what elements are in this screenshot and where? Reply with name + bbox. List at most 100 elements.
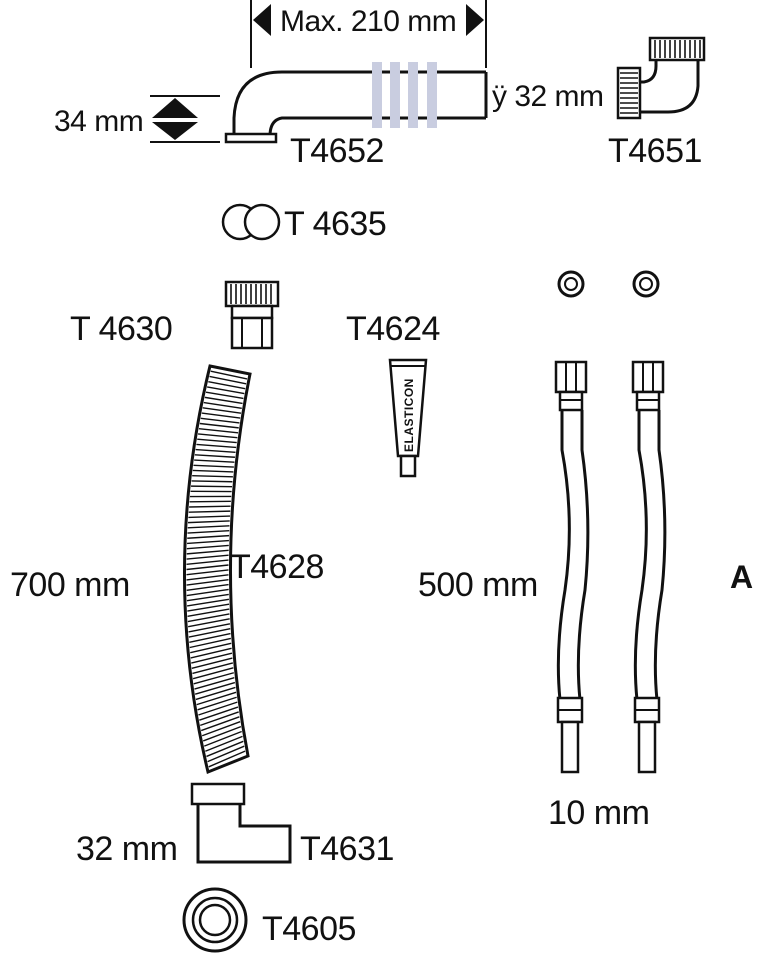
hose-rib: [186, 549, 229, 555]
hose-rib: [186, 559, 229, 565]
hose-rib: [200, 716, 240, 732]
hose-rib: [196, 691, 237, 706]
part-t4624-sealant-tube: ELASTICON: [388, 358, 428, 478]
hose-rib: [188, 520, 230, 524]
hose-rib: [209, 375, 247, 385]
max-width-label: Max. 210 mm: [280, 5, 456, 38]
part-t4635-seals: [221, 203, 281, 241]
hose-rib: [189, 637, 232, 649]
hose-rib: [202, 407, 242, 414]
part-t4630-adapter: [224, 280, 280, 350]
hose-rib: [198, 428, 239, 434]
part-t4651-elbow: [616, 36, 706, 120]
hose-rib: [186, 554, 229, 560]
part-t4628-corrugated-hose: [183, 364, 252, 775]
hose-rib: [186, 564, 229, 571]
t4651-label: T4651: [608, 132, 702, 170]
t4652-label: T4652: [290, 132, 384, 170]
hose-rib: [210, 370, 248, 380]
hose-rib: [196, 443, 237, 449]
t4628-label: T4628: [230, 548, 324, 586]
part-t4605-washer: [182, 887, 248, 953]
hose-rib: [193, 672, 235, 685]
size-10-label: 10 mm: [548, 794, 649, 832]
hose-rib: [198, 701, 238, 716]
hose-rib: [188, 627, 231, 638]
hose-rib: [186, 593, 229, 602]
hose-rib: [186, 544, 229, 550]
hose-rib: [197, 433, 238, 439]
t4605-label: T4605: [262, 910, 356, 948]
hose-rib: [187, 608, 230, 618]
hose-rib: [192, 662, 234, 675]
hose-rib: [204, 396, 243, 405]
hose-rib: [187, 534, 230, 539]
hose-rib: [186, 539, 229, 545]
small-ring-left: [557, 270, 585, 298]
hose-rib: [202, 725, 242, 742]
hose-rib: [194, 454, 235, 458]
hose-rib: [188, 510, 231, 513]
length-500-label: 500 mm: [418, 566, 538, 604]
hose-rib: [191, 652, 233, 664]
hose-rib: [193, 464, 234, 468]
diameter-32-top-label: ÿ 32 mm: [492, 80, 604, 113]
variant-a-label: A: [730, 559, 753, 595]
tube-brand-text: ELASTICON: [402, 378, 416, 452]
hose-rib: [194, 681, 236, 695]
hose-rib: [186, 574, 229, 581]
hose-rib: [199, 422, 239, 429]
hose-rib: [190, 647, 232, 659]
hose-rib: [195, 686, 236, 701]
t4631-label: T4631: [300, 830, 394, 868]
t4635-label: T 4635: [284, 205, 386, 243]
t4630-label: T 4630: [70, 310, 172, 348]
hose-rib: [197, 696, 237, 711]
hose-rib: [206, 740, 244, 758]
length-700-label: 700 mm: [10, 566, 130, 604]
hose-rib: [191, 485, 233, 488]
hose-rib: [191, 657, 233, 669]
hose-rib: [208, 750, 246, 768]
hose-rib: [203, 401, 242, 409]
hose-rib: [195, 448, 236, 454]
hose-rib: [192, 475, 233, 478]
size-32-bottom-label: 32 mm: [76, 830, 177, 868]
hose-rib: [188, 623, 231, 633]
t4624-label: T4624: [346, 310, 440, 348]
hose-rib: [188, 618, 230, 628]
hose-rib: [194, 676, 235, 690]
part-t4652-waste-arm: [150, 0, 488, 144]
hose-rib: [205, 391, 244, 400]
hose-rib: [192, 469, 234, 473]
hose-rib: [201, 412, 241, 419]
hose-rib: [189, 505, 231, 508]
hose-rib: [208, 381, 246, 390]
hose-rib: [201, 721, 241, 737]
part-t4631-elbow: [190, 782, 292, 864]
hose-rib: [186, 569, 229, 576]
hose-rib: [200, 417, 240, 424]
hose-rib: [187, 613, 230, 623]
hose-rib: [207, 386, 245, 395]
hose-rib: [207, 745, 245, 763]
hose-rib: [187, 603, 230, 612]
hose-rib: [197, 438, 237, 444]
hose-rib: [199, 706, 239, 721]
hose-rib: [199, 711, 239, 727]
hose-rib: [191, 480, 233, 483]
hose-rib: [186, 588, 229, 597]
hose-rib: [205, 735, 243, 752]
hose-rib: [190, 642, 232, 654]
hose-rib: [203, 730, 242, 747]
flex-hose-right: [631, 360, 667, 774]
hose-rib: [189, 632, 231, 643]
hose-rib: [187, 530, 230, 534]
hose-rib: [186, 578, 229, 586]
hose-rib: [187, 525, 230, 529]
hose-rib: [188, 515, 230, 519]
hose-rib: [192, 667, 234, 680]
small-ring-right: [632, 270, 660, 298]
flex-hose-left: [554, 360, 590, 774]
